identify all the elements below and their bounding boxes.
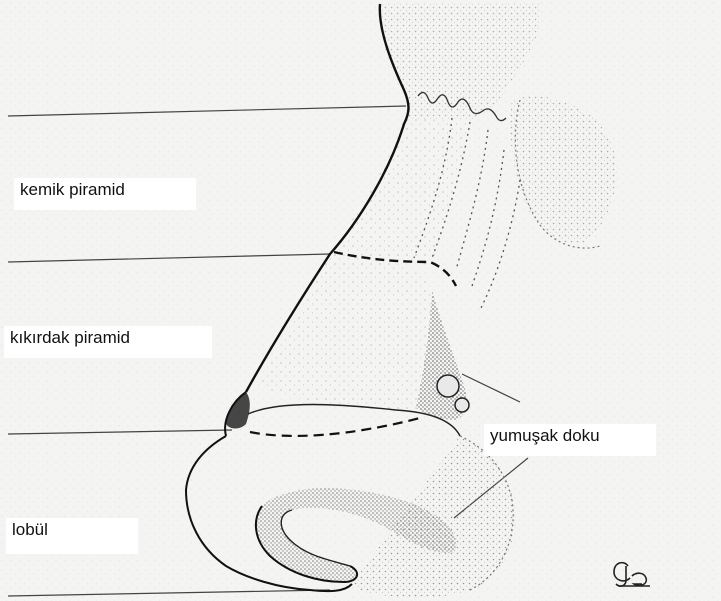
label-yumusak-doku: yumuşak doku: [484, 424, 656, 456]
label-lobul: lobül: [6, 518, 138, 554]
label-kikirdak-piramid: kıkırdak piramid: [4, 326, 212, 358]
label-kemik-piramid: kemik piramid: [14, 178, 196, 210]
sesamoid-cartilage-large: [437, 375, 459, 397]
sesamoid-cartilage-small: [455, 398, 469, 412]
